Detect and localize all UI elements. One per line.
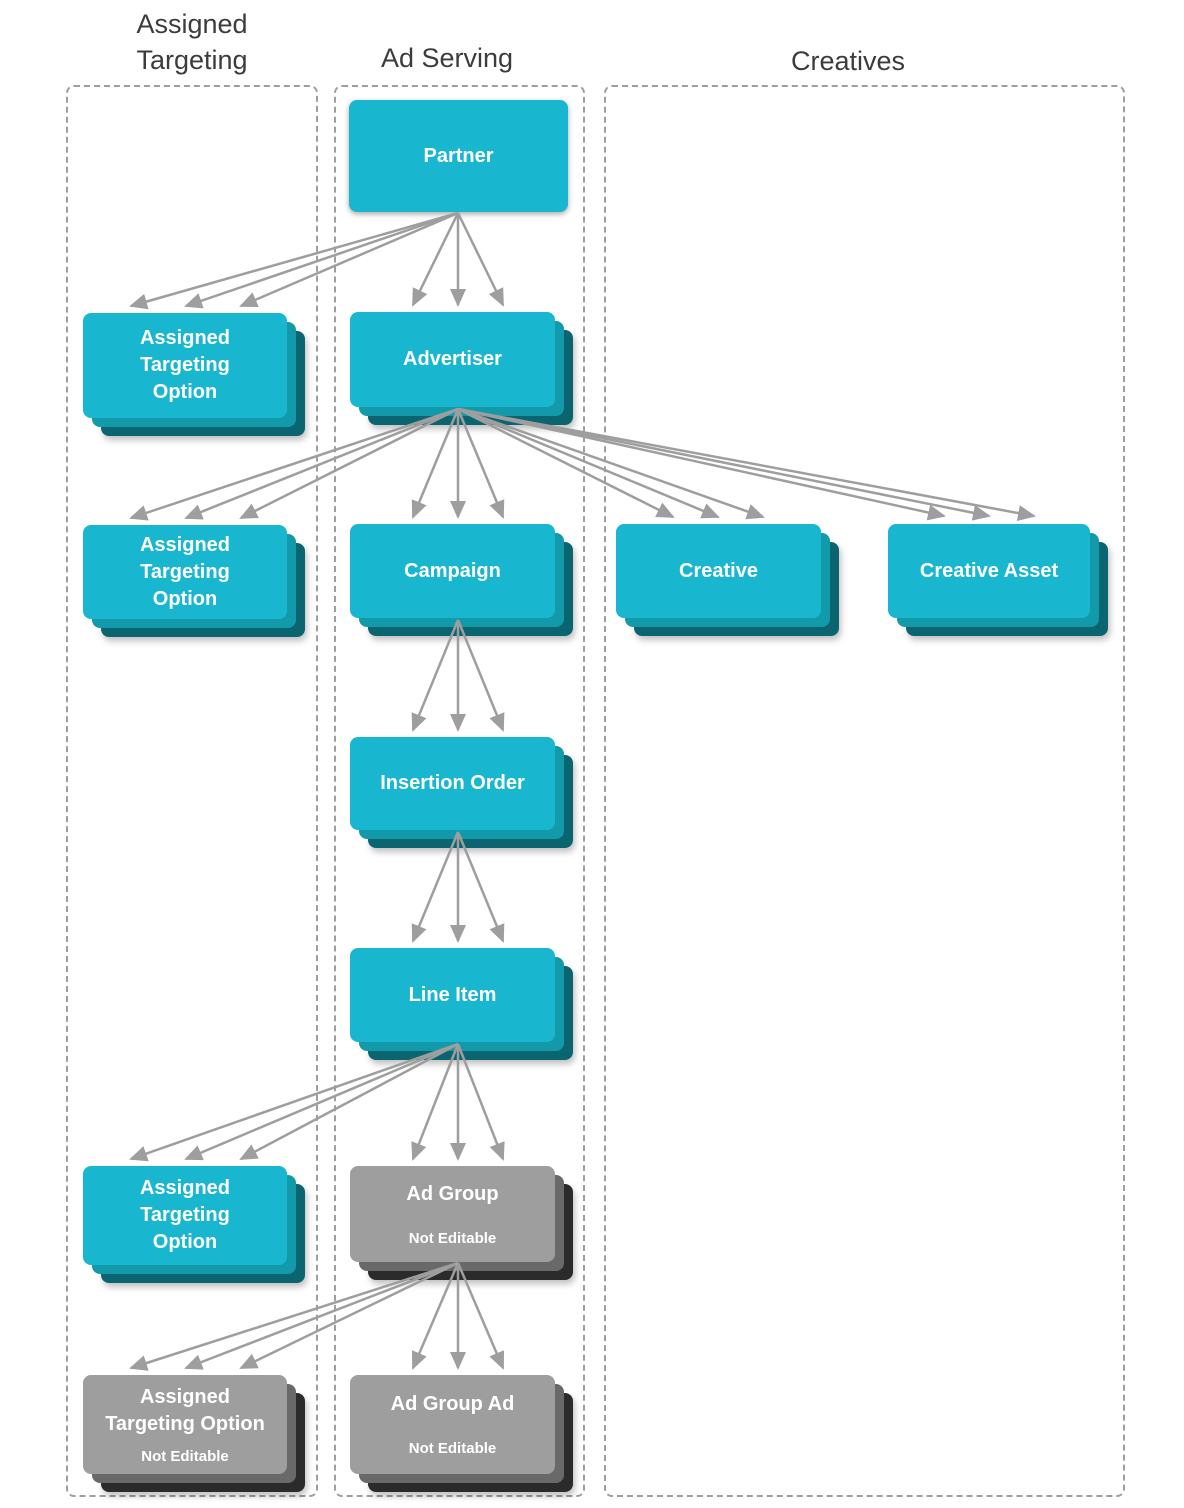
node-ad-group-ad: Ad Group Ad Not Editable: [350, 1375, 555, 1474]
node-campaign: Campaign: [350, 524, 555, 618]
node-assigned-targeting-option-not-editable-label: Assigned Targeting Option: [105, 1385, 265, 1435]
node-creative-asset-label: Creative Asset: [919, 559, 1059, 582]
node-partner-label: Partner: [423, 144, 494, 167]
column-header-creatives: Creatives: [790, 46, 906, 76]
node-assigned-targeting-option-advertiser-label: Assigned Targeting Option: [139, 533, 231, 610]
node-advertiser: Advertiser: [350, 312, 555, 407]
node-assigned-targeting-option-partner: Assigned Targeting Option: [83, 313, 287, 418]
node-insertion-order: Insertion Order: [350, 737, 555, 830]
node-campaign-label: Campaign: [404, 559, 501, 582]
node-partner: Partner: [349, 100, 568, 212]
node-ad-group: Ad Group Not Editable: [350, 1166, 555, 1262]
node-ad-group-label: Ad Group: [406, 1182, 499, 1205]
node-line-item-label: Line Item: [408, 983, 497, 1006]
node-assigned-targeting-option-not-editable-sublabel: Not Editable: [141, 1447, 229, 1465]
node-creative-asset: Creative Asset: [888, 524, 1090, 618]
node-assigned-targeting-option-advertiser: Assigned Targeting Option: [83, 525, 287, 619]
column-box-ad-serving: [334, 85, 585, 1497]
node-ad-group-sublabel: Not Editable: [408, 1229, 497, 1247]
node-line-item: Line Item: [350, 948, 555, 1042]
node-assigned-targeting-option-line-item: Assigned Targeting Option: [83, 1166, 287, 1265]
column-header-assigned-targeting: Assigned Targeting: [136, 9, 248, 75]
node-ad-group-ad-label: Ad Group Ad: [390, 1393, 515, 1415]
column-header-ad-serving: Ad Serving: [380, 43, 514, 73]
node-assigned-targeting-option-not-editable: Assigned Targeting Option Not Editable: [83, 1375, 287, 1474]
node-insertion-order-label: Insertion Order: [380, 772, 525, 794]
node-assigned-targeting-option-line-item-label: Assigned Targeting Option: [139, 1177, 231, 1253]
column-box-assigned-targeting: [66, 85, 318, 1497]
node-creative-label: Creative: [679, 559, 758, 582]
node-ad-group-ad-sublabel: Not Editable: [408, 1440, 497, 1457]
column-box-creatives: [604, 85, 1125, 1497]
node-creative: Creative: [616, 524, 821, 618]
node-assigned-targeting-option-partner-label: Assigned Targeting Option: [139, 327, 231, 403]
node-advertiser-label: Advertiser: [403, 348, 502, 370]
